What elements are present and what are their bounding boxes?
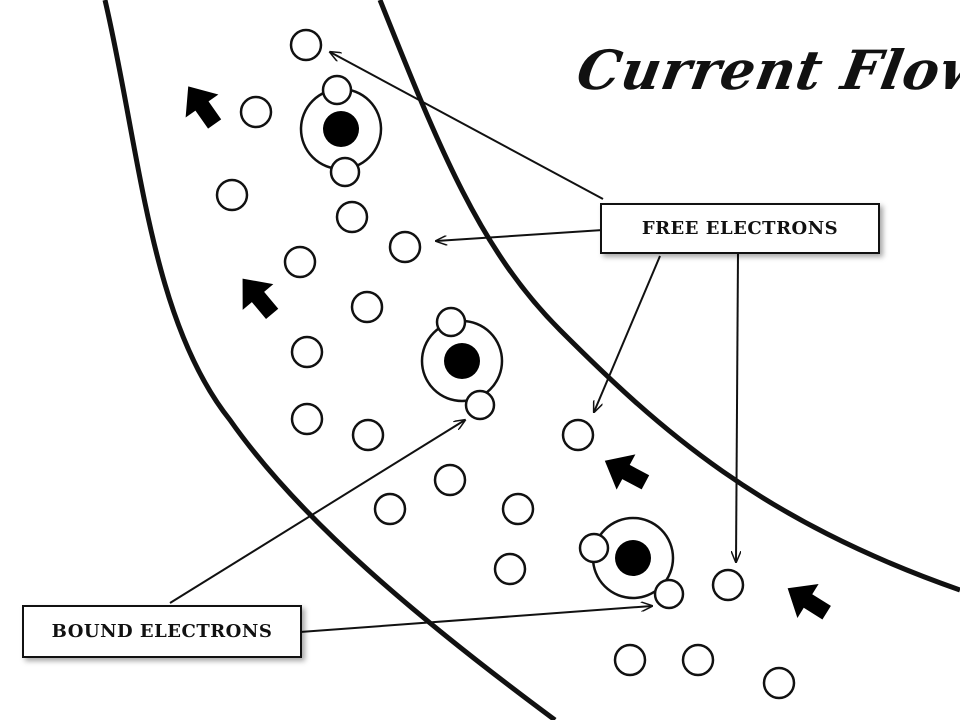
conductor-wall-left	[102, 0, 557, 720]
free-electron	[433, 463, 467, 497]
free-electron	[239, 95, 273, 129]
free-electron	[493, 552, 527, 586]
conductor-wall-right	[377, 0, 960, 593]
free-electron	[290, 335, 324, 369]
free-electron	[215, 178, 249, 212]
bound-electron	[321, 74, 353, 106]
flow-arrow-4	[787, 584, 831, 620]
pointer-bound-1	[169, 420, 465, 604]
atom-2	[420, 319, 504, 403]
free-electron	[711, 568, 745, 602]
pointer-free-4	[736, 251, 738, 562]
pointer-free-3	[594, 255, 661, 412]
pointer-bound-2	[299, 606, 652, 633]
bound-electron	[464, 389, 496, 421]
free-electron	[561, 418, 595, 452]
free-electron	[388, 230, 422, 264]
free-electron	[290, 402, 324, 436]
flow-arrow-2	[242, 278, 279, 319]
bound-electrons	[321, 74, 685, 610]
free-electron	[335, 200, 369, 234]
diagram-title: Current Flow	[572, 38, 960, 102]
flow-arrow-3	[604, 454, 650, 490]
free-electrons-label: FREE ELECTRONS	[600, 203, 880, 254]
pointer-free-1	[330, 52, 604, 200]
bound-electron	[653, 578, 685, 610]
pointer-free-2	[436, 229, 604, 241]
bound-electrons-label: BOUND ELECTRONS	[22, 605, 302, 658]
nucleus	[444, 343, 480, 379]
free-electron	[283, 245, 317, 279]
nucleus	[615, 540, 651, 576]
flow-arrow-1	[185, 86, 222, 129]
free-electron	[289, 28, 323, 62]
bound-electron	[435, 306, 467, 338]
free-electron	[762, 666, 796, 700]
free-electron	[351, 418, 385, 452]
free-electrons-label-text: FREE ELECTRONS	[641, 218, 839, 239]
free-electron	[681, 643, 715, 677]
bound-electron	[329, 156, 361, 188]
nucleus	[323, 111, 359, 147]
bound-electrons-label-text: BOUND ELECTRONS	[51, 621, 273, 642]
label-pointers	[169, 52, 738, 633]
free-electron	[501, 492, 535, 526]
free-electron	[350, 290, 384, 324]
free-electron	[613, 643, 647, 677]
free-electron	[373, 492, 407, 526]
free-electrons	[215, 28, 796, 700]
bound-electron	[578, 532, 610, 564]
